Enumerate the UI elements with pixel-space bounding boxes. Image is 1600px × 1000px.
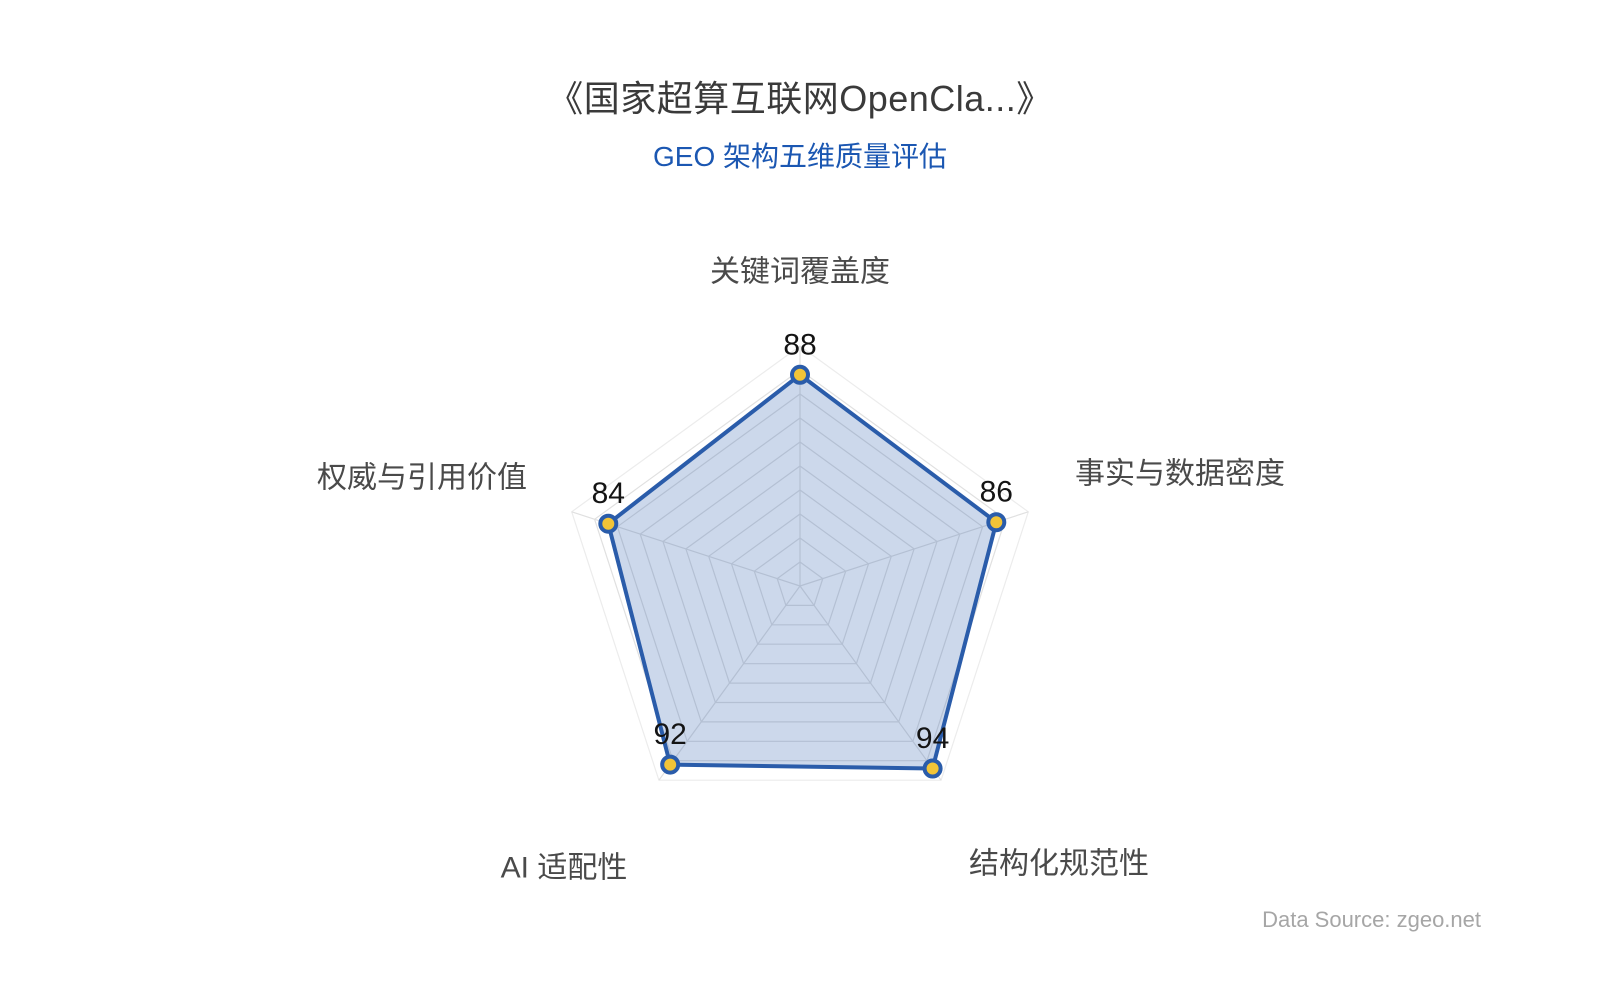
grid-ring-2 — [753, 537, 847, 626]
grid-ring-9 — [593, 369, 1007, 762]
grid-ring-1 — [776, 561, 824, 607]
chart-title: 《国家超算互联网OpenCla...》 — [547, 78, 1053, 119]
data-source-label: Data Source: zgeo.net — [1262, 907, 1481, 932]
data-polygon — [606, 372, 999, 771]
data-point-3[interactable] — [660, 754, 681, 775]
grid-ring-3 — [730, 513, 870, 645]
grid-ring-6 — [662, 441, 938, 704]
axis-line-3 — [658, 585, 801, 781]
data-point-4[interactable] — [598, 513, 619, 534]
data-point-2[interactable] — [922, 758, 943, 779]
grid-ring-8 — [616, 393, 984, 742]
value-label-0: 88 — [783, 328, 816, 361]
data-point-1[interactable] — [986, 512, 1007, 533]
axis-name-label-1: 事实与数据密度 — [1075, 458, 1285, 491]
grid-ring-7 — [639, 417, 961, 723]
axis-name-label-4: 权威与引用价值 — [317, 462, 527, 495]
value-label-3: 92 — [654, 718, 687, 751]
data-point-0[interactable] — [790, 364, 810, 385]
axis-name-label-0: 关键词覆盖度 — [710, 256, 890, 289]
axis-name-label-3: AI 适配性 — [501, 852, 628, 885]
value-label-2: 94 — [916, 722, 949, 755]
axis-name-label-2: 结构化规范性 — [969, 848, 1149, 881]
grid-ring-4 — [707, 489, 893, 665]
value-label-1: 86 — [980, 476, 1013, 509]
chart-subtitle: GEO 架构五维质量评估 — [652, 141, 947, 172]
grid-ring-10 — [570, 345, 1030, 781]
value-label-4: 84 — [592, 477, 625, 510]
grid-ring-5 — [685, 465, 915, 684]
axis-line-2 — [799, 585, 942, 781]
